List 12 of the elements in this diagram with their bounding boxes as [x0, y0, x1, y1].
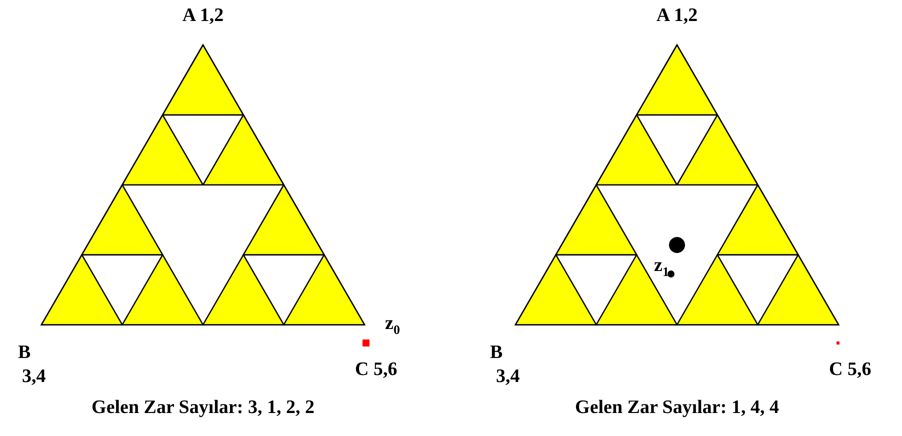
vertex-label: 3,4 — [496, 367, 520, 388]
vertex-label: A 1,2 — [656, 6, 698, 27]
point-label: z$_{1}$ — [654, 256, 669, 280]
vertex-label: B — [490, 343, 503, 364]
vertex-label: A 1,2 — [182, 6, 224, 27]
caption: Gelen Zar Sayılar: 1, 4, 4 — [575, 398, 779, 419]
vertex-label: C 5,6 — [355, 360, 398, 381]
vertex-label: C 5,6 — [829, 360, 872, 381]
vertex-label: 3,4 — [22, 367, 46, 388]
point-label: z$_{0}$ — [385, 314, 400, 338]
caption: Gelen Zar Sayılar: 3, 1, 2, 2 — [92, 398, 314, 419]
vertex-label: B — [18, 343, 31, 364]
